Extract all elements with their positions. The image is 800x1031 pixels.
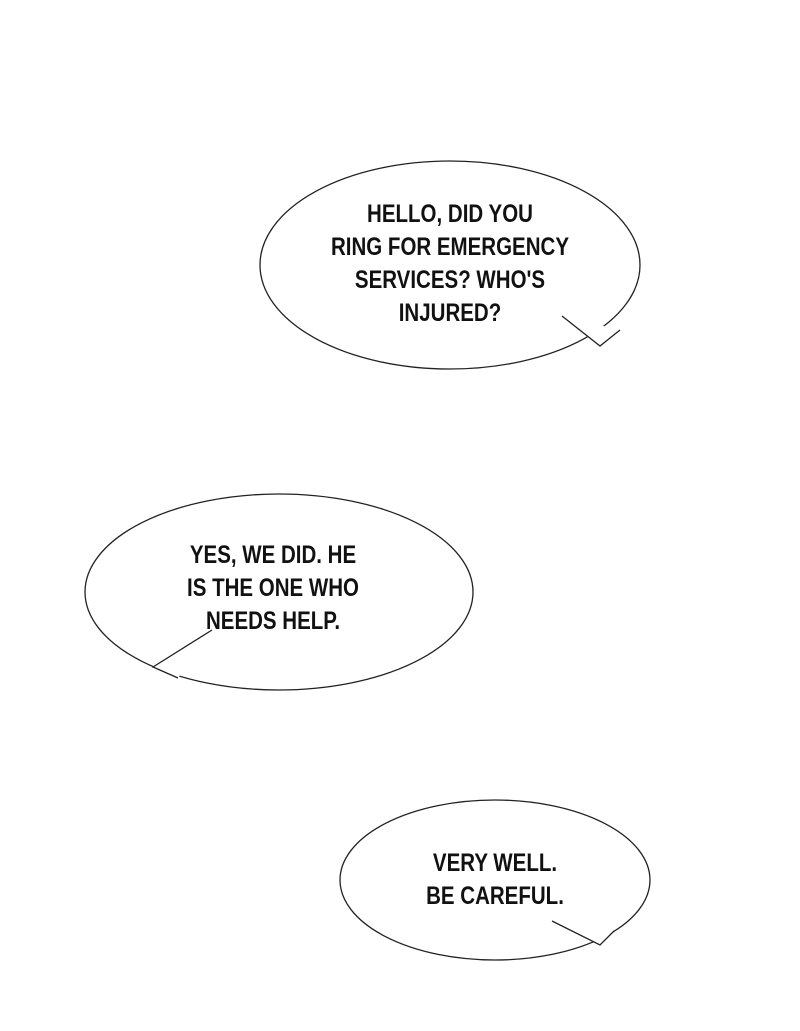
bubble-tail xyxy=(561,315,621,347)
text-line: SERVICES? WHO'S xyxy=(354,266,546,294)
text-line: RING FOR EMERGENCY xyxy=(330,233,570,261)
text-line: BE CAREFUL. xyxy=(426,882,564,910)
bubble-1-text: HELLO, DID YOU RING FOR EMERGENCY SERVIC… xyxy=(319,198,581,330)
speech-bubble-3 xyxy=(339,799,651,961)
speech-bubble-1 xyxy=(259,160,641,370)
bubble-tail xyxy=(151,629,213,679)
bubble-2-text: YES, WE DID. HE IS THE ONE WHO NEEDS HEL… xyxy=(150,539,396,638)
text-line: IS THE ONE WHO xyxy=(187,574,359,602)
text-line: YES, WE DID. HE xyxy=(189,541,357,569)
bubble-tail xyxy=(551,920,615,946)
text-line: NEEDS HELP. xyxy=(205,607,341,635)
speech-bubble-2 xyxy=(84,493,474,691)
text-line: HELLO, DID YOU xyxy=(367,200,533,228)
text-line: INJURED? xyxy=(398,299,502,327)
text-line: VERY WELL. xyxy=(432,849,558,877)
bubble-3-text: VERY WELL. BE CAREFUL. xyxy=(401,847,590,913)
